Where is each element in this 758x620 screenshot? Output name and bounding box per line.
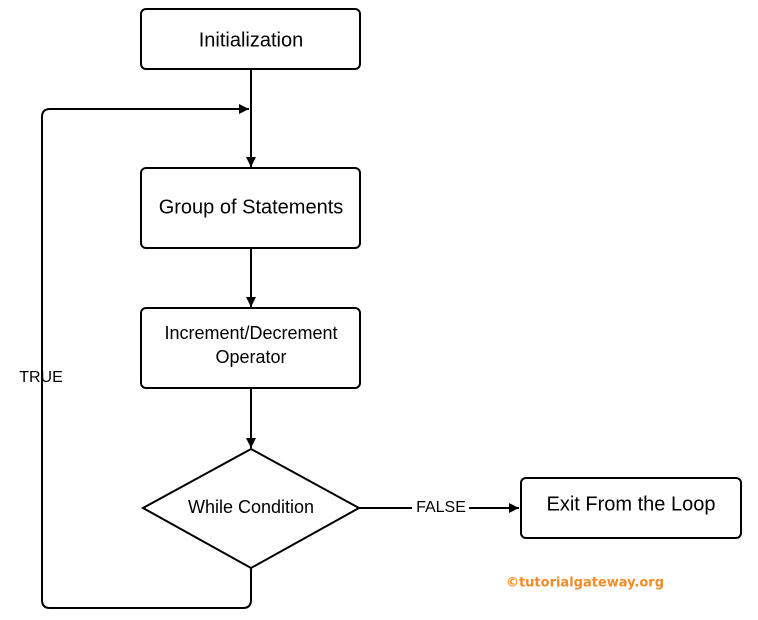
group-of-statements-node: Group of Statements [140,167,361,249]
increment-decrement-label-line2: Operator [215,347,286,367]
while-condition-node: While Condition [140,447,362,570]
group-of-statements-label: Group of Statements [159,196,344,218]
increment-decrement-box [140,307,361,389]
while-condition-diamond [140,447,362,570]
increment-decrement-node: Increment/Decrement Operator [140,307,361,389]
true-loop-path [41,104,252,609]
group-of-statements-box [140,167,361,249]
exit-loop-box [520,477,742,539]
while-condition-label: While Condition [188,497,314,517]
increment-decrement-label-line1: Increment/Decrement [164,323,337,343]
watermark: ©tutorialgateway.org [506,576,664,591]
false-label: FALSE [416,499,466,516]
exit-loop-node: Exit From the Loop [520,477,742,539]
initialization-label: Initialization [199,29,304,51]
exit-loop-label: Exit From the Loop [547,493,716,515]
initialization-box [140,8,361,70]
initialization-node: Initialization [140,8,361,70]
false-label-bg [412,498,469,518]
true-label: TRUE [19,369,63,386]
